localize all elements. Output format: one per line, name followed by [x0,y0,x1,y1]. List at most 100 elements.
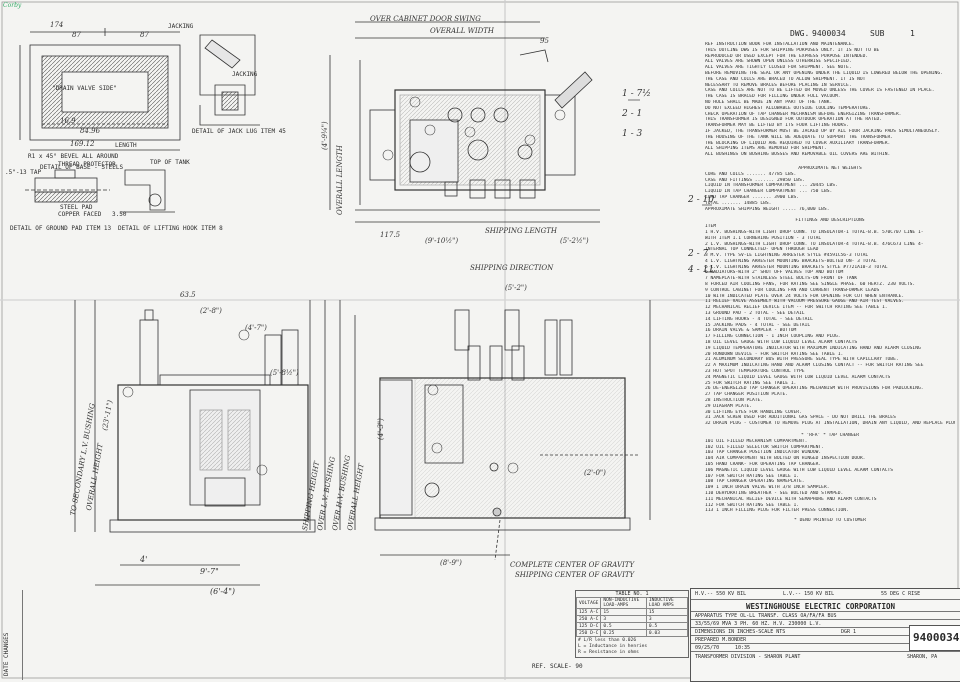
table-header: VOLTAGE [575,597,602,609]
units-text: DIMENSIONS IN INCHES-SCALE NTS [695,629,786,635]
dim-label: 169.12 [70,140,95,148]
fitting-line: 5 L.V. LIGHTNING ARRESTER MOUNTING BRACK… [705,264,888,270]
table-cell: 125 D-C [575,622,602,630]
table-header: NON-INDUCTIVE LOAD-AMPS [600,597,647,609]
note-line: NO HOLE SHALL BE MADE IN ANY PART OF THE… [705,99,833,105]
fitting-line: 26 DE-ENERGIZED TAP CHANGER OPERATING ME… [705,386,924,392]
note-line: THIS OUTLINE DWG IS FOR SHIPPING PURPOSE… [705,47,880,53]
side-elevation-drawing [309,300,651,561]
table-row: 125 A-C 15 15 [575,608,689,616]
ref-scale: REF. SCALE- 90 [532,663,583,670]
date-row: 09/25/70 10:35 [691,643,960,652]
ltc-line: 102 OIL FILLED SELECTOR SWITCH COMPARTME… [705,444,824,450]
time-text: 10:35 [735,645,751,651]
table-cell: 0.5 [645,622,689,630]
ltc-line: 103 TAP CHANGER POSITION INDICATOR WINDO… [705,450,822,456]
dim-label: (8'-9") [440,559,462,567]
shipping-direction-label: SHIPPING DIRECTION [470,264,554,272]
note-line: ALL VALVES ARE SHOWN OPEN UNLESS OTHERWI… [705,59,852,65]
fitting-line: 2 L.V. BUSHINGS-WITH LIGHT DROP CONN. TO… [705,241,924,247]
division-row: TRANSFORMER DIVISION - SHARON PLANT SHAR… [691,651,960,662]
note-line: IF JACKED, THE TRANSFORMER MUST BE JACKE… [705,128,941,134]
dwg-number: 9400034 [812,29,846,38]
note-line: ALL VALVES ARE TIGHTLY CLOSED FOR SHIPME… [705,65,852,71]
dim-label: (4'-9¼") [321,121,329,150]
weight-row: CORE AND COILS ....... 47785 LBS. [705,171,797,177]
table-note: R = Resistance in ohms [578,650,639,655]
fitting-line: 21 ALUMINUM SECONDARY BUS WITH PRESSURE … [705,357,899,363]
note-line: THE BLOCKING OF LIQUID ARE REQUIRED TO C… [705,140,891,146]
note-line: DO NOT EXCEED HIGHEST ALLOWABLE OUTSIDE … [705,105,871,111]
weight-row: LIQUID IN TAP CHANGER COMPARTMENT ... 75… [705,189,833,195]
ltc-line: 106 MAGNETIC LIQUID LEVEL GAUGE WITH LOW… [705,467,894,473]
handwritten-note: 4 - 11 [688,265,714,275]
fitting-line: 10 WITH INDICATED PLATE OVER 24 VOLTS FO… [705,293,905,299]
table-row: 125 D-C 0.5 0.5 [575,622,689,630]
shipping-cog-label: SHIPPING CENTER OF GRAVITY [515,571,635,579]
dwg-number-box: 9400034 [909,625,960,651]
table-note: # L/R less than 0.026 [578,638,637,643]
company-name: WESTINGHOUSE ELECTRIC CORPORATION [746,602,896,611]
base-detail-caption: DETAIL OF BASE - STEELS [40,164,124,171]
note-line: REPRODUCED OR USED EXCEPT FOR THE EXPRES… [705,53,869,59]
dim-label: 84.96 [80,127,101,135]
dim-label: 174 [50,21,64,29]
note-line: ALL SHIPPING ITEMS ARE REMOVED FOR SHIPM… [705,146,827,152]
division-text: TRANSFORMER DIVISION - SHARON PLANT [695,654,801,660]
door-swing-label: OVER CABINET DOOR SWING [370,15,481,23]
fitting-line: 22 A MAXIMUM INDICATING HAND AND ALARM C… [705,363,924,369]
fitting-line: WITH ITEM 1.1 CORNERING POSITION - 3 TOT… [705,235,822,241]
table-cell: 125 A-C [575,608,602,616]
title-block: H.V.-- 550 KV BIL L.V.-- 150 KV BIL 55 D… [690,588,960,682]
ground-pad-detail-drawing [25,169,110,203]
cog-label: COMPLETE CENTER OF GRAVITY [510,561,635,569]
dim-label: 117.5 [380,231,401,239]
fitting-line: 8 FORCED AIR COOLING FANS, FOR RATING SE… [705,282,916,288]
note-line: THE CASE AND COILS ARE BRACED TO ALLOW S… [705,76,866,82]
length-label: LENGTH [115,142,137,149]
note-line: REF INSTRUCTION BOOK FOR INSTALLATION AN… [705,42,855,47]
fitting-line: 31 JACK SCREW USED FOR ADDITIONAL GAS SP… [705,415,896,421]
table-cell: 250 D-C [575,629,602,637]
sub-value: 1 [910,29,915,38]
fitting-line: 20 RUNDOWN DEVICE - FOR SWITCH RATING SE… [705,351,844,357]
fitting-line: 3 M.V. TYPE SV-LE LIGHTNING ARRESTER STY… [705,253,869,259]
note-line: BEFORE REMOVING THE SEAL OR ANY OPENING … [705,70,943,76]
ltc-line: 111 MECHANICAL RELIEF DEVICE WITH SEMAPH… [705,496,877,502]
lifting-hook-detail-drawing [120,169,175,213]
dim-label: (4'-3") [377,418,385,440]
table-header: INDUCTIVE LOAD AMPS [645,597,689,609]
dim-label: (5'-2") [505,284,527,292]
ltc-line: 109 1 INCH DRAIN VALVE WITH 3/8 INCH SAM… [705,485,830,491]
note-line: ALL BUSHINGS ON BUSHING BOSSES AND REMOV… [705,152,891,158]
dim-label: (6'-4") [210,587,236,596]
fitting-line: 4 L.V. LIGHTNING ARRESTER MOUNTING BRACK… [705,258,877,264]
handwritten-note: 1 - 3 [622,129,643,139]
note-line: NECESSARY TO REMOVE BRACES BEFORE PLACIN… [705,82,852,88]
ltc-line: 107 FOR SWITCH RATING SEE TABLE 1. [705,473,800,479]
table-cell: 15 [600,608,647,616]
corner-stamp: Corby [3,2,22,9]
handwritten-note: 2 - 1 [622,109,643,119]
rating-hv: H.V.-- 550 KV BIL [695,591,747,597]
table-title: TABLE NO. 1 [615,591,649,597]
dwg-number-big: 9400034 [913,631,960,644]
dim-label: 3.50 [112,211,127,218]
base-detail-drawing [19,28,181,151]
date-text: 09/25/70 [695,645,720,651]
plan-view-drawing [329,21,600,223]
sheet-label: DGR 1 [841,629,857,635]
shipping-weight: APPROXIMATE SHIPPING WEIGHT ..... 76,000… [705,206,830,212]
ratings-row: H.V.-- 550 KV BIL L.V.-- 150 KV BIL 55 D… [691,589,960,599]
company-row: WESTINGHOUSE ELECTRIC CORPORATION [691,599,960,612]
table-cell: 250 A-C [575,615,602,623]
note-line: THE HOUSING OF THE TANK WILL BE ADEQUATE… [705,134,894,140]
fitting-line: 7 NAMEPLATE-WITH STAINLESS STEEL BOLTS-O… [705,276,858,282]
drain-valve-side-label: "DRAIN VALVE SIDE" [52,85,118,92]
note-line: THIS TRANSFORMER IS DESIGNED FOR OUTDOOR… [705,117,883,123]
table-cell: 0.25 [600,629,647,637]
fitting-line: INTERNAL TOP CONNECTED- OPEN THROUGH LEA… [705,247,819,253]
fitting-line: 16 DRAIN VALVE & SAMPLER - BOTTOM [705,328,797,334]
fitting-line: 28 INSTRUCTION PLATE. [705,398,764,404]
